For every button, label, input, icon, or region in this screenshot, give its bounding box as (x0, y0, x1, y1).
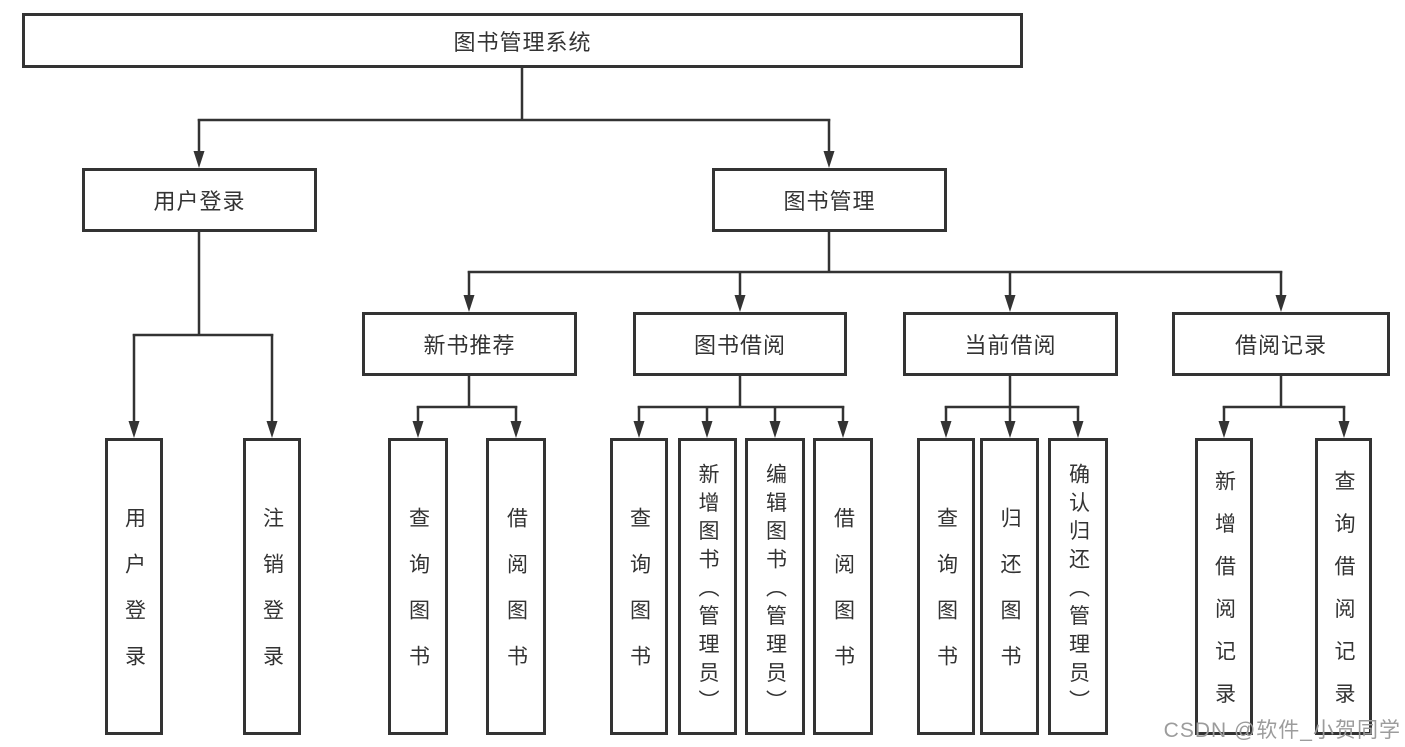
node-new-book-recommend: 新书推荐 (362, 312, 577, 376)
leaf-label: 查询借阅记录 (1332, 469, 1355, 725)
node-return-book: 归还图书 (980, 438, 1039, 735)
watermark: CSDN @软件_小贺同学 (1163, 719, 1401, 742)
leaf-label: 新增图书（管理员） (696, 462, 719, 718)
leaf-label: 查询图书 (934, 507, 958, 691)
node-add-book-admin: 新增图书（管理员） (678, 438, 737, 735)
node-query-book-recommend: 查询图书 (388, 438, 448, 735)
leaf-label: 新增借阅记录 (1212, 469, 1236, 725)
leaf-label: 查询图书 (627, 507, 651, 691)
node-query-book-borrow: 查询图书 (610, 438, 668, 735)
node-current-borrow: 当前借阅 (903, 312, 1118, 376)
node-book-borrow-label: 图书借阅 (693, 333, 786, 358)
leaf-label: 用户登录 (122, 507, 146, 691)
node-borrow-record-label: 借阅记录 (1234, 333, 1327, 358)
leaf-label: 确认归还（管理员） (1066, 462, 1090, 718)
node-current-borrow-label: 当前借阅 (964, 333, 1057, 358)
node-borrow-book-recommend: 借阅图书 (486, 438, 546, 735)
node-borrow-book: 借阅图书 (813, 438, 873, 735)
leaf-label: 借阅图书 (831, 507, 855, 691)
node-query-book-current: 查询图书 (917, 438, 975, 735)
node-user-login-label: 用户登录 (153, 189, 246, 214)
arrowhead-icons (128, 151, 1350, 438)
node-book-borrow: 图书借阅 (633, 312, 847, 376)
node-query-borrow-record: 查询借阅记录 (1315, 438, 1372, 735)
node-logout: 注销登录 (243, 438, 301, 735)
node-user-login-leaf: 用户登录 (105, 438, 163, 735)
node-book-management-label: 图书管理 (783, 189, 876, 214)
node-library-system-label: 图书管理系统 (453, 29, 592, 55)
leaf-label: 查询图书 (406, 507, 430, 691)
node-new-book-recommend-label: 新书推荐 (423, 333, 516, 358)
connector-lines (132, 67, 1346, 423)
leaf-label: 注销登录 (260, 507, 284, 691)
node-borrow-record: 借阅记录 (1172, 312, 1390, 376)
node-add-borrow-record: 新增借阅记录 (1195, 438, 1253, 735)
node-edit-book-admin: 编辑图书（管理员） (745, 438, 805, 735)
node-confirm-return-admin: 确认归还（管理员） (1048, 438, 1108, 735)
leaf-label: 归还图书 (998, 507, 1021, 691)
node-user-login: 用户登录 (82, 168, 317, 232)
node-book-management: 图书管理 (712, 168, 947, 232)
leaf-label: 编辑图书（管理员） (763, 462, 787, 718)
leaf-label: 借阅图书 (504, 507, 528, 691)
node-library-system: 图书管理系统 (22, 13, 1023, 68)
